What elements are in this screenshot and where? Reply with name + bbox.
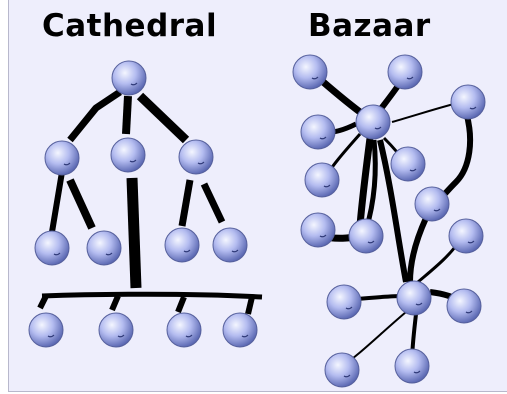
cathedral-node	[212, 227, 248, 263]
bazaar-node	[446, 288, 482, 324]
cathedral-node	[178, 139, 214, 175]
bazaar-edge	[407, 216, 429, 283]
bazaar-edge	[377, 139, 409, 283]
cathedral-node	[166, 312, 202, 348]
cathedral-title: Cathedral	[42, 8, 218, 44]
cathedral-drop-edge	[109, 294, 121, 312]
bazaar-node	[394, 348, 430, 384]
cathedral-edge	[136, 92, 190, 144]
cathedral-drop-edge	[245, 296, 255, 315]
cathedral-drop-edge	[37, 294, 49, 310]
bazaar-title: Bazaar	[308, 8, 431, 44]
bazaar-node	[300, 114, 336, 150]
bazaar-node	[387, 54, 423, 90]
cathedral-edge	[126, 177, 142, 289]
cathedral-edge	[49, 171, 65, 233]
bazaar-node	[390, 146, 426, 182]
bazaar-node	[324, 352, 360, 388]
bazaar-node	[355, 104, 391, 140]
cathedral-edge	[178, 179, 194, 227]
bazaar-node	[348, 218, 384, 254]
node-layer	[28, 54, 486, 388]
cathedral-drop-edge	[175, 295, 187, 314]
bazaar-node	[300, 212, 336, 248]
bazaar-node	[326, 284, 362, 320]
bazaar-node	[292, 54, 328, 90]
cathedral-edge	[200, 182, 226, 224]
bazaar-node	[396, 280, 432, 316]
bazaar-node	[448, 218, 484, 254]
bazaar-node	[450, 84, 486, 120]
cathedral-node	[28, 312, 64, 348]
cathedral-edge	[67, 89, 122, 143]
bazaar-node	[304, 162, 340, 198]
cathedral-bus-edge	[41, 291, 263, 300]
cathedral-node	[34, 230, 70, 266]
edge-layer	[37, 71, 474, 367]
bazaar-node	[414, 186, 450, 222]
cathedral-node	[110, 137, 146, 173]
cathedral-edge	[122, 95, 132, 135]
cathedral-node	[222, 312, 258, 348]
cathedral-node	[111, 60, 147, 96]
cathedral-node	[98, 312, 134, 348]
bazaar-edge	[356, 137, 374, 227]
cathedral-edge	[66, 178, 96, 230]
cathedral-node	[86, 230, 122, 266]
cathedral-node	[44, 140, 80, 176]
cathedral-node	[164, 227, 200, 263]
